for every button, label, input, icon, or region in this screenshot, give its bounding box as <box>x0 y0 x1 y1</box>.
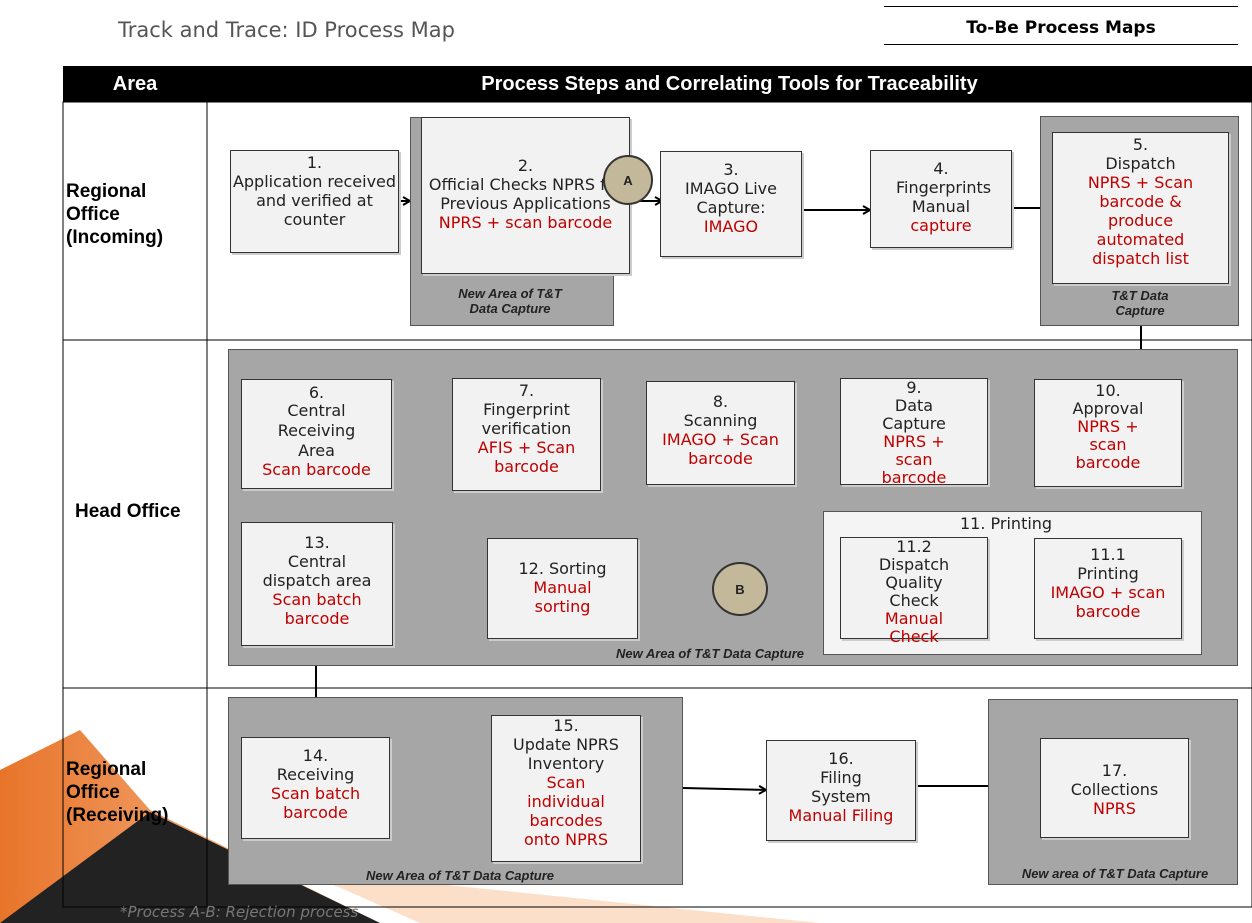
step-7-number: 7. <box>518 381 535 400</box>
step-1-number: 1. <box>306 153 323 172</box>
step-14-box[interactable]: 14. Receiving Scan batch barcode <box>241 737 390 839</box>
step-3-tool: IMAGO <box>703 217 759 236</box>
step-3-title: IMAGO Live Capture: <box>685 179 777 217</box>
step-1-box[interactable]: 1. Application received and verified at … <box>230 150 399 253</box>
step-5-number: 5. <box>1132 135 1149 154</box>
step-5-box[interactable]: 5. Dispatch NPRS + Scan barcode & produc… <box>1052 132 1229 284</box>
step-8-number: 8. <box>712 392 729 411</box>
step-14-tool: Scan batch barcode <box>270 784 361 822</box>
step-9-box[interactable]: 9. Data Capture NPRS + scan barcode <box>840 378 988 487</box>
step-3-box[interactable]: 3. IMAGO Live Capture: IMAGO <box>660 151 802 257</box>
table-grid <box>62 101 1252 908</box>
step-3-number: 3. <box>723 160 739 179</box>
step-11-1-box[interactable]: 11.1 Printing IMAGO + scan barcode <box>1034 538 1182 639</box>
step-17-tool: NPRS <box>1093 799 1136 818</box>
step-4-number: 4. <box>933 159 949 178</box>
step-4-title: Fingerprints Manual <box>896 178 992 216</box>
swoosh-shadow <box>0 812 380 923</box>
step-4-tool: capture <box>910 216 972 235</box>
step-9-title: Data Capture <box>882 396 946 433</box>
step-2-box[interactable]: 2. Official Checks NPRS for Previous App… <box>421 117 630 274</box>
step-12-title: 12. Sorting <box>518 559 607 578</box>
step-5-tool: NPRS + Scan barcode & produce automated … <box>1087 173 1194 268</box>
step-2-number: 2. <box>517 156 534 175</box>
row-label-head-office: Head Office <box>75 501 181 522</box>
step-17-title: Collections <box>1070 780 1159 799</box>
step-11-title: 11. Printing <box>960 514 1053 533</box>
step-13-tool: Scan batch barcode <box>272 590 362 628</box>
step-6-box[interactable]: 6. Central Receiving Area Scan barcode <box>241 379 392 489</box>
step-10-box[interactable]: 10. Approval NPRS + scan barcode <box>1034 379 1182 487</box>
step-14-title: Receiving <box>276 765 355 784</box>
step-11-1-title: Printing <box>1077 564 1139 583</box>
step-6-title: Central Receiving Area <box>277 401 356 460</box>
step-14-number: 14. <box>302 746 329 765</box>
step-11-1-number: 11.1 <box>1090 545 1126 564</box>
step-7-box[interactable]: 7. Fingerprint verification AFIS + Scan … <box>452 378 601 491</box>
step-16-number: 16. <box>828 749 854 768</box>
step-2-tool: NPRS + scan barcode <box>438 213 613 232</box>
header-process: Process Steps and Correlating Tools for … <box>207 66 1252 102</box>
tobe-bottom-rule <box>884 44 1238 45</box>
step-9-tool: NPRS + scan barcode <box>881 432 947 487</box>
caption-new-area-collections: New area of T&T Data Capture <box>1021 866 1209 881</box>
step-10-tool: NPRS + scan barcode <box>1075 417 1141 472</box>
step-1-title: Application received and verified at cou… <box>232 172 397 229</box>
caption-new-area-head-office: New Area of T&T Data Capture <box>615 646 805 661</box>
step-7-tool: AFIS + Scan barcode <box>477 438 576 476</box>
connector-b: B <box>712 562 768 616</box>
step-8-box[interactable]: 8. Scanning IMAGO + Scan barcode <box>646 381 795 485</box>
step-11-1-tool: IMAGO + scan barcode <box>1050 583 1166 621</box>
step-15-box[interactable]: 15. Update NPRS Inventory Scan individua… <box>491 715 641 862</box>
step-2-title: Official Checks NPRS for Previous Applic… <box>428 175 623 213</box>
step-11-2-number: 11.2 <box>896 537 932 556</box>
step-8-tool: IMAGO + Scan barcode <box>662 430 779 468</box>
step-10-title: Approval <box>1072 399 1144 418</box>
step-4-box[interactable]: 4. Fingerprints Manual capture <box>870 150 1012 248</box>
step-15-number: 15. <box>553 716 579 735</box>
connector-a: A <box>603 155 653 205</box>
step-6-tool: Scan barcode <box>262 460 371 479</box>
step-7-title: Fingerprint verification <box>481 400 572 438</box>
caption-tt-data-capture: T&T Data Capture <box>1111 288 1169 318</box>
caption-new-area-step2: New Area of T&T Data Capture <box>458 286 562 316</box>
tobe-top-rule <box>884 6 1238 7</box>
tobe-label: To-Be Process Maps <box>966 18 1156 38</box>
step-9-number: 9. <box>906 378 922 397</box>
step-5-title: Dispatch <box>1105 154 1176 173</box>
row-label-regional-incoming: Regional Office (Incoming) <box>66 181 164 248</box>
step-12-box[interactable]: 12. Sorting Manual sorting <box>487 538 638 639</box>
step-15-title: Update NPRS Inventory <box>513 735 619 773</box>
step-13-box[interactable]: 13. Central dispatch area Scan batch bar… <box>241 522 393 646</box>
step-12-tool: Manual sorting <box>533 578 592 616</box>
step-16-tool: Manual Filing <box>788 806 894 825</box>
step-16-box[interactable]: 16. Filing System Manual Filing <box>766 740 916 841</box>
step-15-tool: Scan individual barcodes onto NPRS <box>524 773 608 849</box>
step-13-title: Central dispatch area <box>262 552 372 590</box>
footnote: *Process A-B: Rejection process <box>120 903 359 921</box>
step-11-2-box[interactable]: 11.2 Dispatch Quality Check Manual Check <box>840 537 988 646</box>
step-11-2-tool: Manual Check <box>884 609 944 646</box>
step-8-title: Scanning <box>683 411 758 430</box>
step-17-box[interactable]: 17. Collections NPRS <box>1040 738 1189 838</box>
row-label-regional-receiving: Regional Office (Receiving) <box>66 759 169 826</box>
page-title: Track and Trace: ID Process Map <box>118 18 455 42</box>
step-10-number: 10. <box>1095 381 1121 400</box>
step-11-2-title: Dispatch Quality Check <box>878 555 950 610</box>
caption-new-area-receiving: New Area of T&T Data Capture <box>365 868 555 883</box>
step-6-number: 6. <box>308 383 325 402</box>
step-13-number: 13. <box>304 533 330 552</box>
step-16-title: Filing System <box>811 768 871 806</box>
header-area: Area <box>63 66 207 102</box>
step-17-number: 17. <box>1101 761 1128 780</box>
